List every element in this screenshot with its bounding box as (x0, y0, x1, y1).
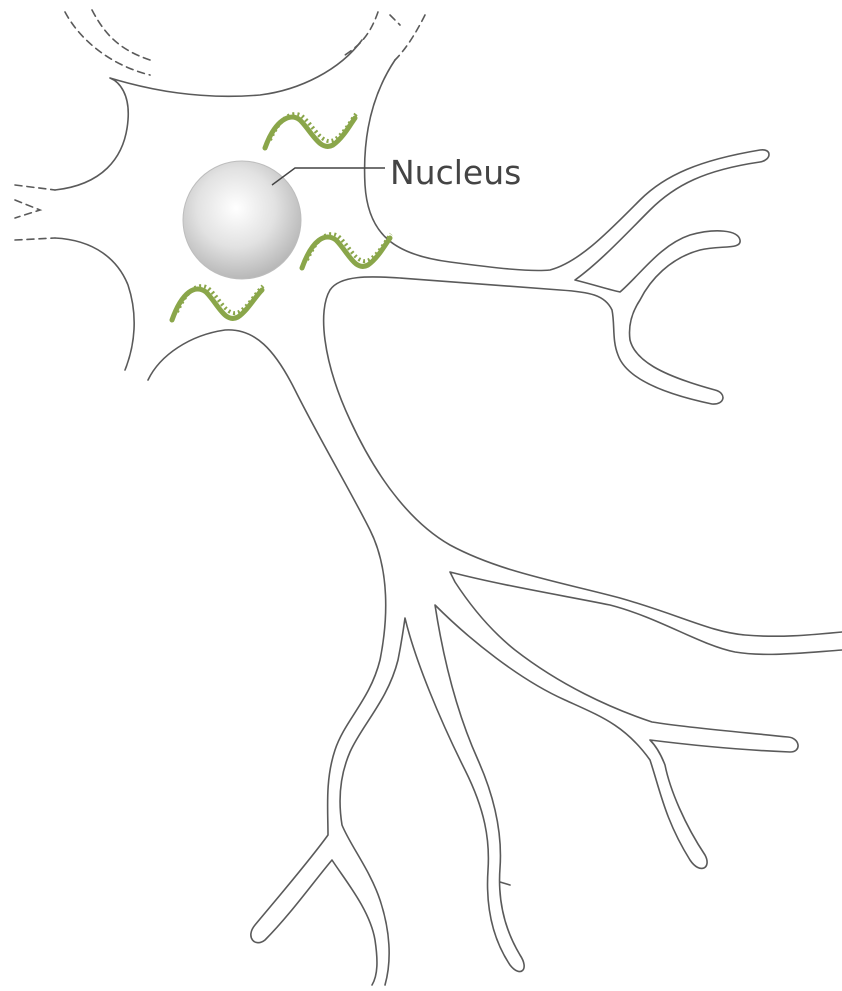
rna-squiggle (172, 289, 262, 320)
nucleus-leader-line (272, 168, 385, 185)
rna-squiggle (265, 117, 355, 148)
nucleus-label: Nucleus (390, 153, 521, 192)
nucleus-shape (183, 161, 301, 279)
